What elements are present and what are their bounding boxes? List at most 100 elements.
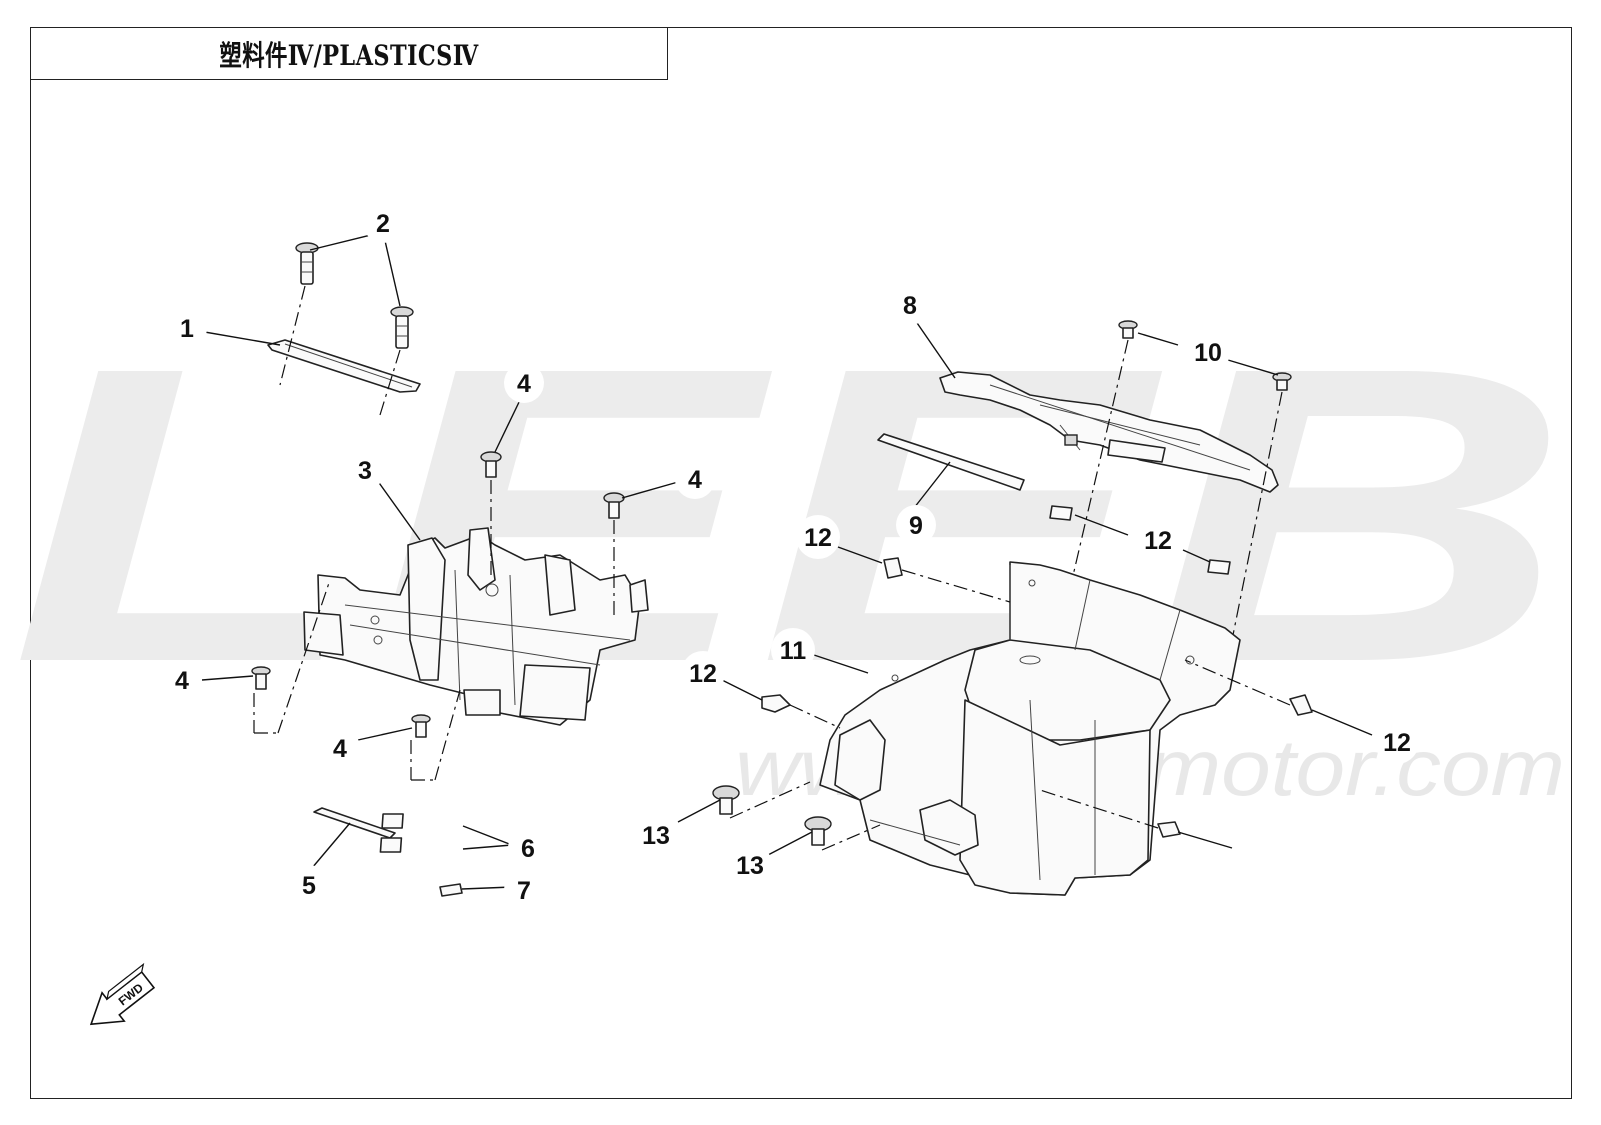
axis-12d — [789, 704, 841, 729]
part-13-bolt-left[interactable] — [712, 785, 740, 815]
leader-12f — [1177, 831, 1233, 849]
callout-7[interactable]: 7 — [517, 877, 531, 905]
part-10-screw-right[interactable] — [1272, 372, 1292, 391]
axis-10-right — [1231, 391, 1283, 641]
leader-7 — [461, 886, 513, 890]
callout-11[interactable]: 11 — [780, 637, 807, 665]
part-4-screw-c[interactable] — [251, 666, 271, 690]
part-10-screw-left[interactable] — [1118, 320, 1138, 339]
callout-bg-4d — [320, 728, 360, 768]
part-6-pad-bottom[interactable] — [379, 837, 403, 853]
callout-4a[interactable]: 4 — [517, 370, 531, 398]
callout-4b[interactable]: 4 — [688, 466, 702, 494]
part-12-clip-e[interactable] — [1289, 694, 1313, 716]
axis-2-right — [379, 349, 401, 416]
callout-bg-4c — [162, 660, 202, 700]
part-12-clip-a[interactable] — [883, 557, 903, 579]
part-12-clip-c[interactable] — [1207, 559, 1231, 575]
callout-10[interactable]: 10 — [1194, 339, 1222, 367]
leader-4c — [201, 675, 254, 681]
part-9-bar[interactable] — [877, 433, 1025, 491]
callout-bg-12e — [1375, 720, 1419, 764]
part-8-rear-cover[interactable] — [939, 371, 1279, 493]
callout-bg-4b — [675, 459, 715, 499]
part-7-pad[interactable] — [439, 883, 463, 897]
leader-12a — [837, 546, 883, 564]
leader-9 — [913, 461, 951, 509]
watermark-letters: LEEB — [10, 281, 1570, 750]
axis-13-right — [821, 824, 881, 851]
callout-bg-12f — [1235, 828, 1279, 872]
callout-3[interactable]: 3 — [358, 457, 372, 485]
axis-12e — [1184, 659, 1291, 706]
callout-2[interactable]: 2 — [376, 210, 390, 238]
part-4-screw-d[interactable] — [411, 714, 431, 738]
leader-13-left — [677, 799, 721, 823]
leader-4d — [357, 727, 413, 741]
leader-10-right — [1227, 359, 1279, 376]
part-3-front-tray[interactable] — [303, 527, 649, 726]
part-13-bolt-right[interactable] — [804, 816, 832, 846]
leader-13-right — [767, 831, 813, 856]
part-4-screw-a[interactable] — [480, 451, 502, 478]
leader-5 — [311, 822, 351, 869]
drawing-frame — [30, 27, 1572, 1099]
callout-bg-6 — [508, 828, 548, 868]
part-5-strip[interactable] — [313, 807, 396, 839]
part-11-storage-box[interactable] — [819, 561, 1241, 896]
callout-4d[interactable]: 4 — [333, 735, 347, 763]
leader-12b — [1074, 514, 1129, 536]
callout-8[interactable]: 8 — [903, 292, 917, 320]
part-12-clip-b[interactable] — [1049, 505, 1073, 521]
callout-bg-8 — [890, 285, 930, 325]
fwd-arrow-icon: FWD — [89, 962, 156, 1026]
callout-bg-3 — [345, 450, 385, 490]
axis-13-left — [729, 781, 811, 819]
part-12-clip-d[interactable] — [761, 694, 791, 713]
callout-bg-11 — [771, 628, 815, 672]
page-title: 塑料件Ⅳ/PLASTICSⅣ — [219, 38, 479, 72]
callout-13b[interactable]: 13 — [736, 852, 764, 880]
leader-3 — [376, 479, 421, 541]
leader-12d — [721, 679, 763, 701]
callout-bg-1 — [167, 308, 207, 348]
leader-12c — [1182, 549, 1211, 563]
axis-2-left — [279, 285, 306, 386]
leader-1 — [192, 329, 281, 346]
callout-12e[interactable]: 12 — [1383, 729, 1411, 757]
callout-bg-12b — [1136, 518, 1180, 562]
callout-12a[interactable]: 12 — [804, 524, 832, 552]
callout-bg-10 — [1186, 330, 1230, 374]
axis-12f — [1039, 789, 1159, 829]
callout-1[interactable]: 1 — [180, 315, 194, 343]
leader-12e — [1311, 709, 1373, 736]
axis-4d-right — [434, 689, 461, 781]
leader-11 — [807, 652, 869, 674]
leader-6 — [462, 825, 513, 850]
part-12-clip-f[interactable] — [1157, 821, 1181, 838]
title-box: 塑料件Ⅳ/PLASTICSⅣ — [30, 27, 668, 80]
callout-bg-7 — [504, 870, 544, 910]
callout-9[interactable]: 9 — [909, 512, 923, 540]
part-6-pad-top[interactable] — [381, 813, 404, 829]
part-2-rivet-left[interactable] — [295, 242, 319, 285]
leader-8 — [914, 319, 956, 379]
callout-13a[interactable]: 13 — [642, 822, 670, 850]
callout-bg-12a — [796, 515, 840, 559]
callout-4c[interactable]: 4 — [175, 667, 189, 695]
callout-bg-5 — [289, 865, 329, 905]
callout-bg-13a — [634, 813, 678, 857]
leader-4a — [494, 397, 522, 453]
leader-10-left — [1137, 332, 1179, 346]
callout-12b[interactable]: 12 — [1144, 527, 1172, 555]
callout-12d[interactable]: 12 — [689, 660, 717, 688]
callout-bg-13b — [728, 843, 772, 887]
callout-bg-2 — [363, 203, 403, 243]
callout-bg-4a — [504, 363, 544, 403]
callout-bg-9 — [896, 505, 936, 545]
part-4-screw-b[interactable] — [603, 492, 625, 519]
part-2-rivet-right[interactable] — [390, 306, 414, 349]
callout-5[interactable]: 5 — [302, 872, 316, 900]
callout-6[interactable]: 6 — [521, 835, 535, 863]
